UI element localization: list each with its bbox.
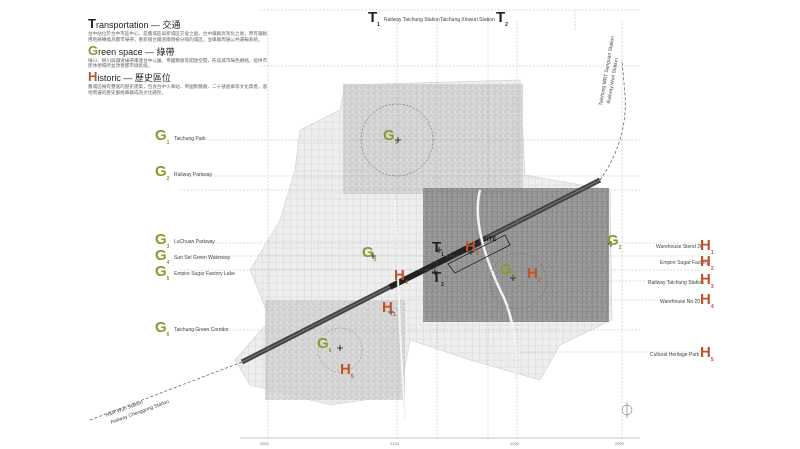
legend-historic-body: 舊城區擁有豐富的歷史建築，包含台中火車站、帝國製糖廠、二十號倉庫等文化資產，基地…: [88, 84, 268, 95]
marker-crosses: [337, 137, 614, 351]
g1-map-marker: G1: [383, 127, 398, 146]
t1-label: Railway Taichung Station: [384, 17, 440, 23]
t2-label: Taichung Xinwuri Station: [440, 17, 495, 23]
h1-map-marker: H1: [382, 299, 396, 318]
h3-letter: H3: [700, 271, 714, 290]
h5-letter: H5: [700, 344, 714, 363]
legend-historic-heading: Historic — 歷史區位: [88, 69, 171, 85]
railway-highlight: [388, 239, 482, 290]
rail-north-extension: [599, 59, 626, 181]
taichung-park-radius: [360, 103, 434, 177]
g3-letter: G3: [155, 231, 170, 250]
t1-map-marker: T1: [432, 239, 444, 258]
t2-letter: T2: [496, 9, 508, 28]
g5-letter: G5: [155, 263, 170, 282]
tick-0: 2500: [260, 441, 269, 446]
h2-label: Empire Sugar Factory: [660, 260, 709, 266]
legend-green-heading: Green space — 綠帶: [88, 42, 175, 58]
h3-label: Railway Taichung Station: [648, 280, 704, 286]
h3-map-marker: H3: [465, 238, 479, 257]
g2-letter: G2: [155, 163, 170, 182]
g6-map-marker: G6: [317, 335, 332, 354]
tick-3: 2000: [615, 441, 624, 446]
h2-map-marker: H2: [527, 265, 541, 284]
g2-map-marker: G2: [607, 232, 622, 251]
g6-label: Taichung Green Corridor: [174, 327, 229, 333]
tick-2: 1000: [510, 441, 519, 446]
h2-letter: H2: [700, 253, 714, 272]
g3-map-marker: G3: [362, 244, 377, 263]
rail-south-extension: [89, 361, 243, 421]
legend-transport-body: 台中站位於台中市區中心，是舊城區與新城區交會之處。台中鐵路高架化之後，原有鐵軌用…: [88, 31, 268, 42]
southwest-radius: [317, 327, 363, 373]
h4-map-marker: H4: [394, 267, 408, 286]
h5-map-marker: H5: [340, 361, 354, 380]
g1-letter: G1: [155, 127, 170, 146]
h5-label: Cultural Heritage Park: [650, 352, 700, 358]
g1-label: Taichung Park: [174, 136, 206, 142]
site-label: SITE: [483, 237, 497, 243]
t1-letter: T1: [368, 9, 380, 28]
h1-letter: H1: [700, 237, 714, 256]
g5-map-marker: G5: [500, 261, 515, 280]
h4-letter: H4: [700, 291, 714, 310]
g4-label: Sun Sei Green Waterway: [174, 255, 231, 261]
g2-label: Railway Parkway: [174, 172, 213, 178]
t2-map-marker: T2: [432, 269, 444, 288]
site-radius: [489, 252, 547, 310]
site-outline: [447, 234, 511, 274]
north-arrow-icon: [621, 402, 633, 418]
tick-1: 2120: [390, 441, 399, 446]
g3-label: LuChuan Parkway: [174, 239, 215, 245]
legend-panel: Transportation — 交通 台中站位於台中市區中心，是舊城區與新城區…: [88, 16, 268, 96]
legend-transport-heading: Transportation — 交通: [88, 16, 181, 31]
h4-label: Warehouse No.20: [660, 299, 701, 305]
h1-label: Warehouse Stend 26: [656, 244, 703, 250]
g4-letter: G4: [155, 247, 170, 266]
g5-label: Empire Sugar Factory Lake: [174, 271, 235, 277]
g6-letter: G6: [155, 319, 170, 338]
legend-green-body: 綠川、柳川與鐵道綠帶串連台中公園、帝國糖廠等開放空間，形成城市綠色網絡，提供市民…: [88, 57, 268, 69]
